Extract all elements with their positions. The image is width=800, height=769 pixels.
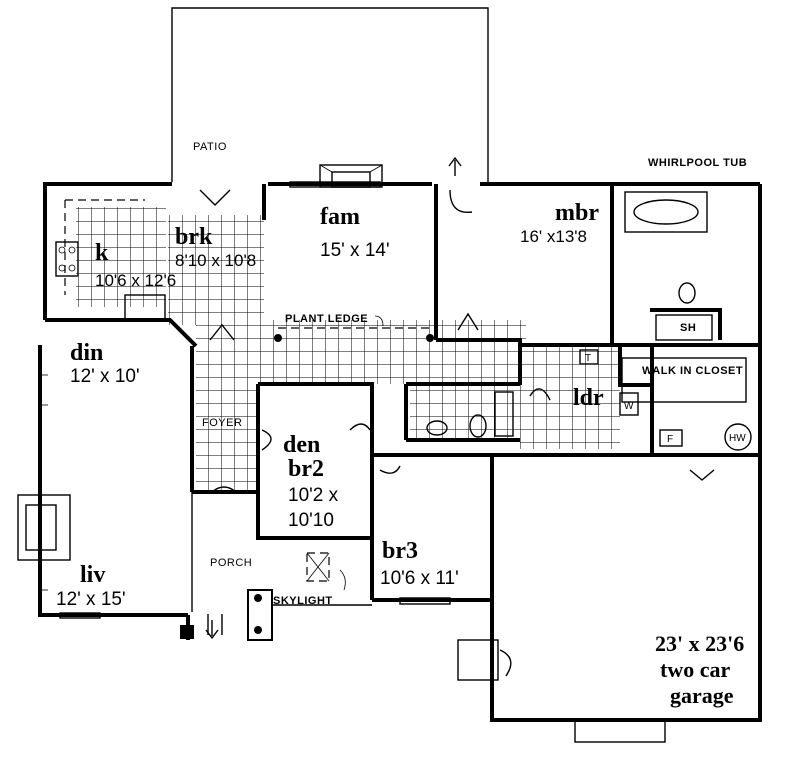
interior-walls (190, 184, 722, 612)
room-br3-name: br3 (382, 538, 418, 564)
plant-ledge (274, 315, 434, 342)
laundry-appliances (579, 349, 752, 451)
room-ldr-name: ldr (573, 385, 604, 411)
whirlpool-tub-label: WHIRLPOOL TUB (648, 157, 747, 169)
bath-fixtures (426, 282, 696, 438)
whirlpool-tub (624, 191, 708, 233)
room-liv-name: liv (80, 562, 105, 588)
entry-arrows (205, 156, 462, 640)
room-den-dim1: 10'2 x (288, 485, 339, 506)
skylight-symbol (306, 552, 346, 591)
room-din-name: din (70, 340, 103, 366)
room-br3-dim: 10'6 x 11' (380, 568, 459, 589)
room-liv-dim: 12' x 15' (56, 589, 126, 610)
plant-ledge-label: PLANT LEDGE (285, 313, 368, 325)
room-mbr-name: mbr (555, 200, 599, 226)
fireplace-fam (319, 164, 383, 188)
porch-label: PORCH (210, 557, 252, 569)
labels: PATIO WHIRLPOOL TUB PLANT LEDGE WALK IN … (193, 141, 747, 607)
room-den-name: den (283, 432, 320, 458)
room-k-name: k (95, 240, 109, 266)
porch-columns (180, 589, 273, 641)
room-mbr-dim: 16' x13'8 (520, 227, 587, 246)
room-brk-name: brk (175, 224, 213, 250)
room-fam-dim: 15' x 14' (320, 240, 390, 261)
walk-in-closet-shelf (621, 357, 747, 403)
walk-in-closet-label: WALK IN CLOSET (642, 365, 743, 377)
kitchen-counter (55, 199, 166, 321)
fireplace-liv (17, 494, 71, 561)
room-brk-dim: 8'10 x 10'8 (175, 251, 256, 270)
exterior-walls (38, 182, 762, 722)
garage-line1: two car (660, 657, 730, 682)
room-k-dim: 10'6 x 12'6 (95, 271, 176, 290)
shower-label: SH (680, 322, 696, 334)
garage-line2: garage (670, 683, 734, 708)
skylight-label: SKYLIGHT (273, 595, 333, 607)
appliance-f: F (667, 434, 673, 445)
patio-label: PATIO (193, 141, 227, 153)
doors (199, 189, 715, 681)
foyer-label: FOYER (202, 417, 242, 429)
appliance-t: T (585, 353, 591, 364)
tile-floors (76, 207, 620, 492)
room-den-line2: br2 (288, 456, 324, 482)
garage-dim: 23' x 23'6 (655, 631, 744, 656)
appliance-w: W (624, 401, 634, 412)
room-den-dim2: 10'10 (288, 510, 334, 531)
room-din-dim: 12' x 10' (70, 366, 140, 387)
patio-area (171, 7, 489, 182)
shower (655, 314, 713, 341)
room-fam-name: fam (320, 204, 360, 230)
room-labels: k 10'6 x 12'6 brk 8'10 x 10'8 fam 15' x … (56, 200, 744, 708)
appliance-hw: HW (729, 433, 746, 444)
